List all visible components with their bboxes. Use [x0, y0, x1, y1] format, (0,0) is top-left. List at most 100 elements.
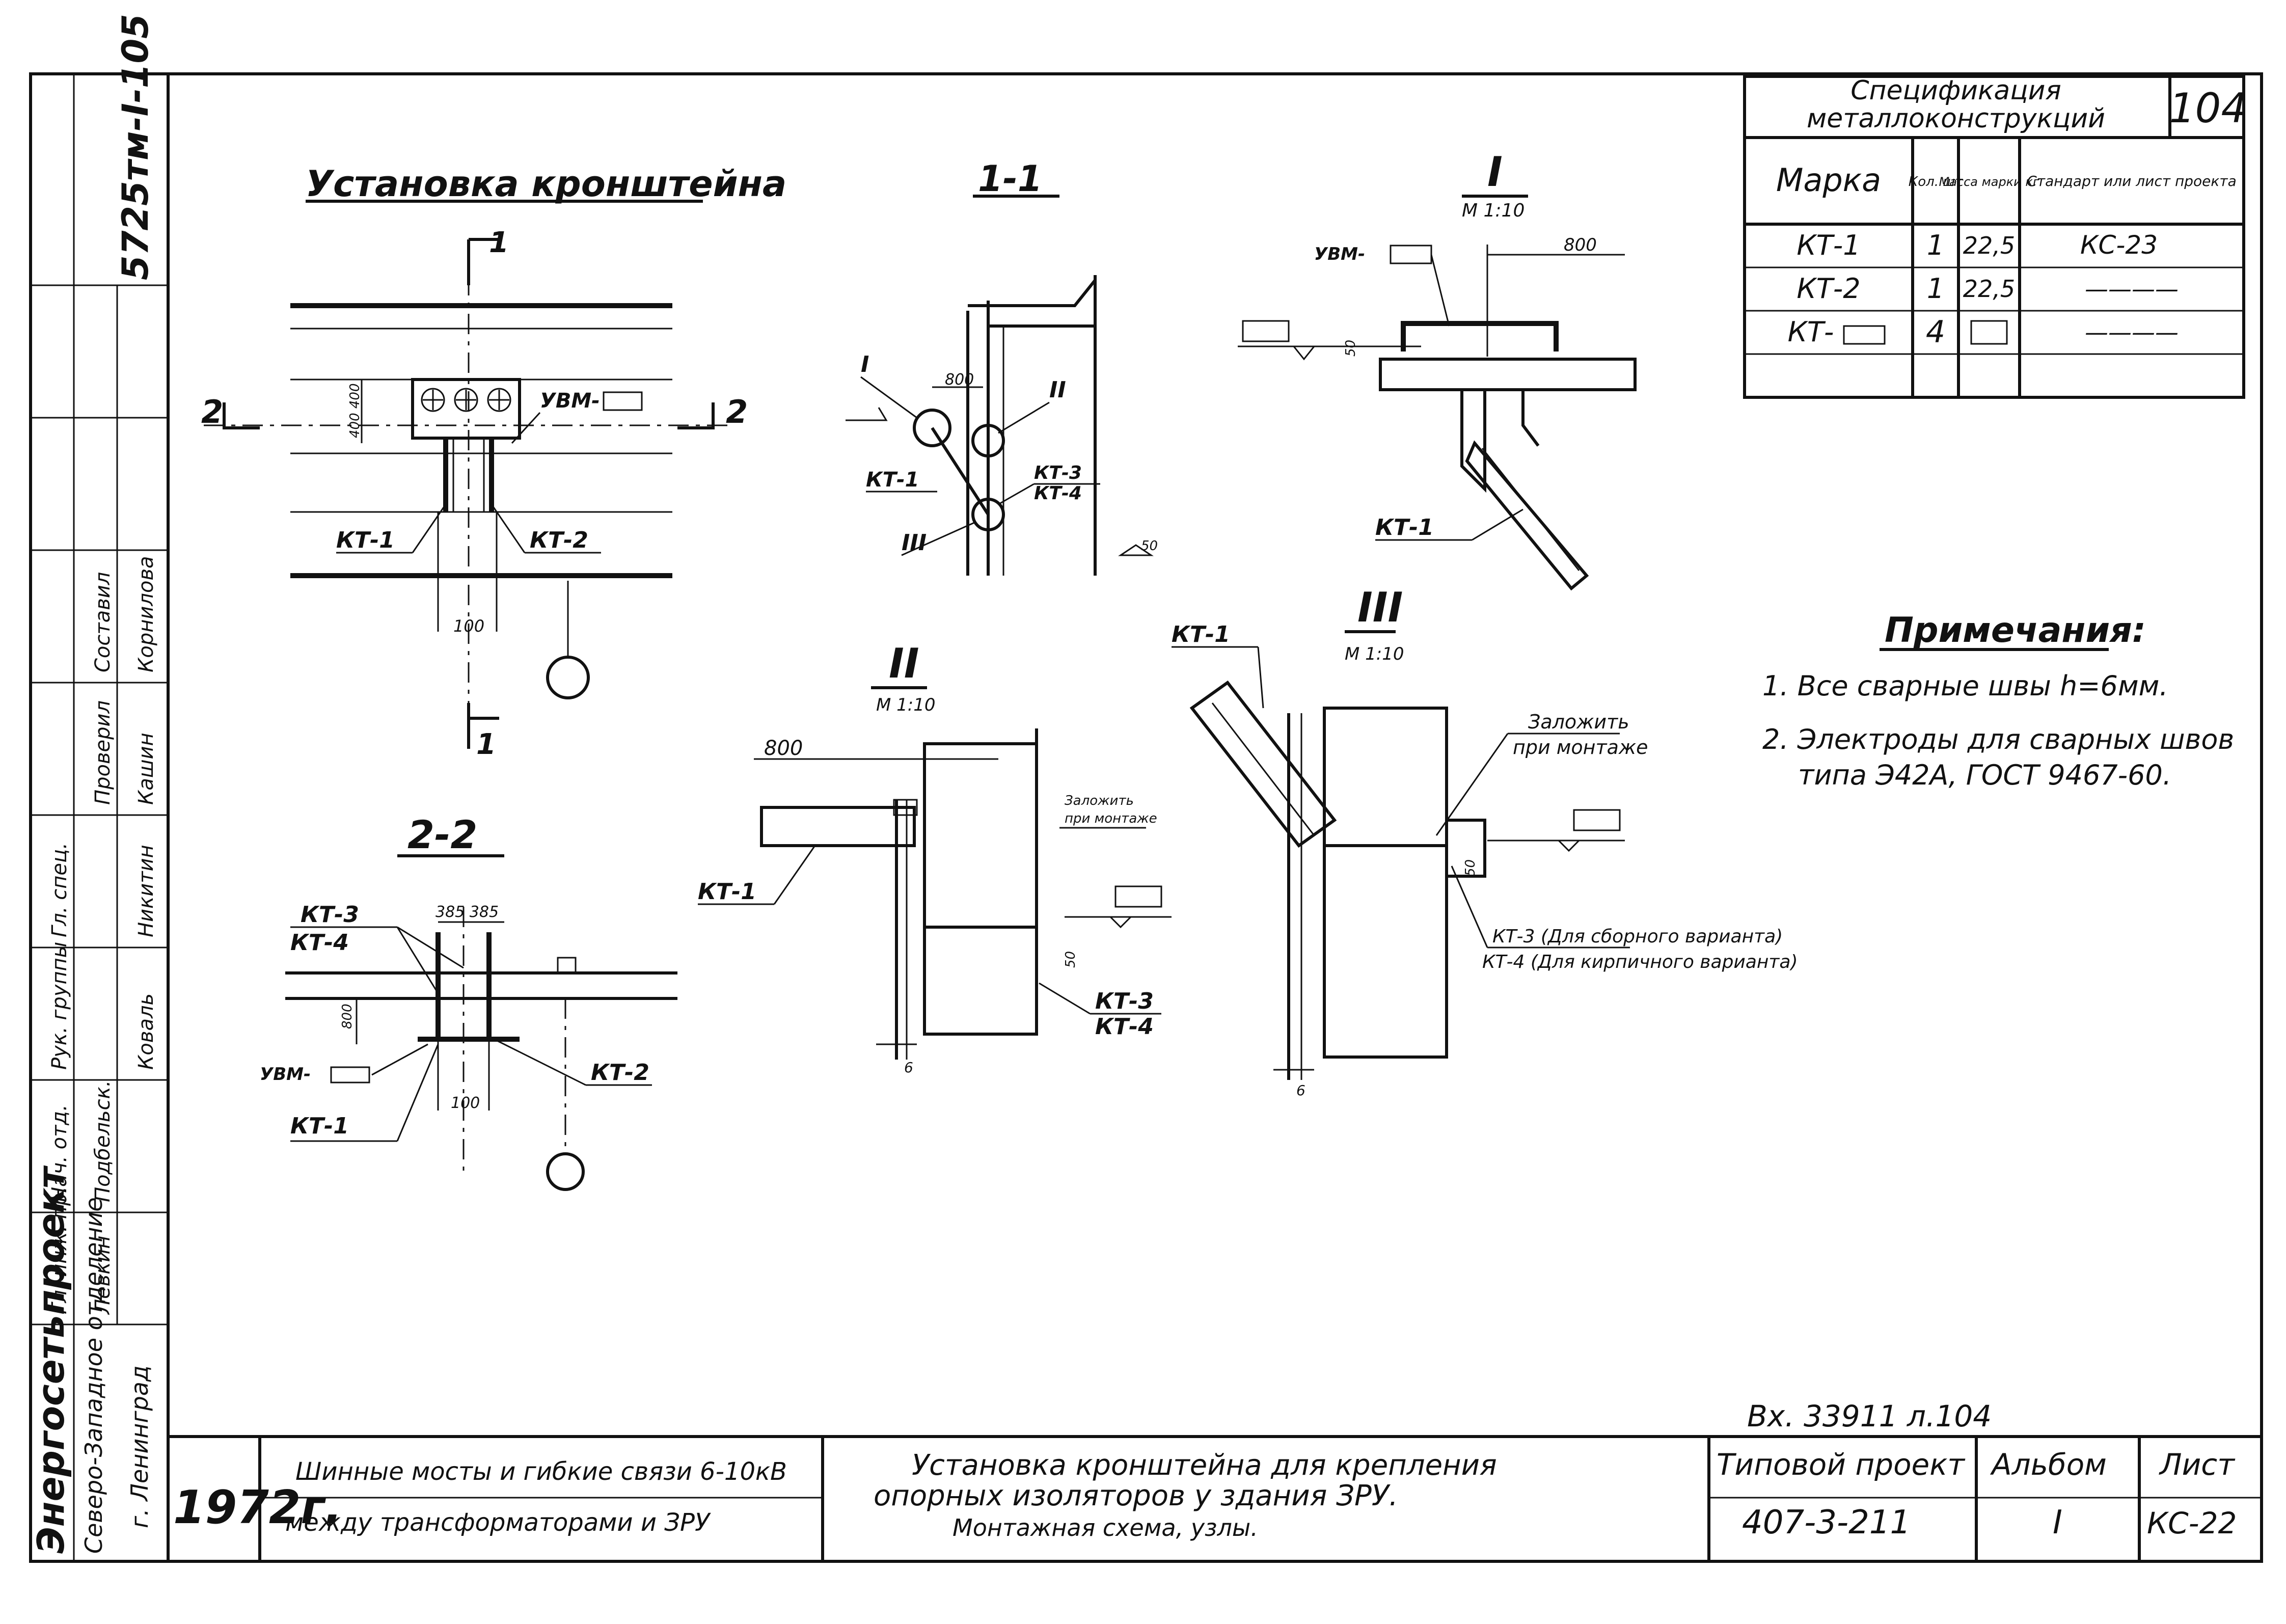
cut-1-bottom: 1 [476, 728, 496, 761]
spec-header-mark: Марка [1776, 161, 1881, 199]
label-uvm-plan: УВМ- [540, 389, 600, 413]
dim-800-node-I: 800 [1564, 235, 1597, 255]
spec-row3-mass-box [1970, 320, 2008, 345]
stamp-name-6: Корнилова [134, 556, 158, 672]
spec-row3-qty: 4 [1926, 314, 1945, 350]
spec-row1-mass: 22,5 [1963, 232, 2015, 259]
view-node-I: I М 1:10 800 УВМ- 50 КТ-1 [1238, 148, 1637, 591]
dim-100-plan: 100 [453, 616, 484, 636]
label-kt1-section: КТ-1 [866, 468, 919, 492]
dim-400: 400 400 [347, 383, 363, 438]
pri-montazhe-node-III: при монтаже [1513, 736, 1648, 759]
label-kt3-note: КТ-3 (Для сборного варианта) [1492, 926, 1783, 947]
stamp-name-4: Никитин [134, 845, 158, 937]
sheet-label: Лист [2159, 1447, 2236, 1482]
note-2: 2. Электроды для сварных швов [1762, 723, 2234, 755]
dim-6-node-III: 6 [1296, 1082, 1305, 1099]
stamp-name-1: Левкин [91, 1235, 115, 1315]
inventory-number: 5725тм-I-105 [115, 14, 156, 280]
stamp-role-6: Составил [91, 572, 115, 672]
node-ref-I-circle [913, 409, 951, 447]
label-kt2-22: КТ-2 [591, 1060, 649, 1086]
title-node-III: III [1357, 584, 1403, 631]
drawing-title-1: Установка кронштейна для крепления [912, 1449, 1497, 1482]
dim-100-22: 100 [451, 1094, 480, 1112]
spec-row3-mark-box [1843, 325, 1886, 345]
label-uvm-22: УВМ- [260, 1064, 311, 1085]
dim-800-section-2: 800 [340, 1004, 355, 1029]
notes-title: Примечания: [1885, 610, 2146, 651]
dim-50-node-III: 50 [1463, 859, 1478, 876]
node-ref-III-circle [971, 498, 1005, 531]
cut-2-left: 2 [201, 393, 223, 430]
stamp-role-4: Гл. спец. [48, 843, 71, 937]
typical-project-value: 407-3-211 [1742, 1504, 1911, 1541]
stamp-name-5: Кашин [134, 733, 158, 805]
sheet-frame [167, 72, 2263, 1563]
cut-2-right: 2 [726, 393, 748, 430]
note-2-cont: типа Э42А, ГОСТ 9467-60. [1798, 759, 2171, 791]
label-kt4-22: КТ-4 [290, 930, 349, 956]
sheet-corner-number: 104 [2169, 85, 2247, 132]
typical-project-label: Типовой проект [1717, 1447, 1966, 1482]
view-node-III: III М 1:10 6 КТ-1 Заложить при монтаже 5… [1172, 584, 1798, 1099]
scale-node-III: М 1:10 [1345, 644, 1404, 664]
project-name-1: Шинные мосты и гибкие связи 6-10кВ [295, 1457, 787, 1486]
dim-800-node-II: 800 [764, 737, 803, 760]
year: 1972г. [173, 1481, 342, 1534]
stamp-role-1: Гл. инж. пр. [48, 1186, 71, 1314]
org-branch: Северо-Западное отделение [80, 1197, 107, 1554]
dim-6-node-II: 6 [904, 1059, 913, 1076]
label-kt3-node-II: КТ-3 [1095, 988, 1154, 1014]
pri-montazhe-node-II: при монтаже [1065, 811, 1157, 826]
label-kt3-section: КТ-3 [1034, 463, 1082, 483]
spec-row2-mark: КТ-2 [1797, 273, 1860, 305]
scale-node-I: М 1:10 [1462, 200, 1525, 221]
project-name-2: между трансформаторами и ЗРУ [285, 1508, 711, 1537]
org-city: г. Ленинград [126, 1365, 153, 1528]
label-kt1-node-I: КТ-1 [1375, 515, 1434, 540]
node-ref-II-circle [971, 424, 1005, 457]
view-node-II: II М 1:10 6 800 КТ-1 Заложить при монтаж… [698, 640, 1172, 1076]
label-kt4-note: КТ-4 (Для кирпичного варианта) [1482, 952, 1798, 972]
inventory-stamp: Вх. 33911 л.104 [1747, 1399, 1992, 1433]
label-kt1-22: КТ-1 [290, 1113, 349, 1139]
label-kt3-22: КТ-3 [301, 902, 359, 928]
label-kt2-plan: КТ-2 [530, 527, 588, 553]
stamp-name-3: Коваль [134, 993, 158, 1070]
spec-row1-mark: КТ-1 [1797, 229, 1860, 261]
spec-row2-std: ———— [2085, 275, 2179, 303]
drawing-title-2: опорных изоляторов у здания ЗРУ. [874, 1479, 1398, 1512]
node-ref-I-label: I [861, 351, 869, 377]
cut-1-top: 1 [489, 226, 509, 259]
view-section-2-2: 2-2 385 385 800 КТ-3 КТ-4 УВМ- КТ-2 100 … [260, 812, 677, 1191]
spec-row3-mark: КТ- [1788, 316, 1834, 348]
spec-row1-std: КС-23 [2080, 230, 2158, 260]
title-section-1-1: 1-1 [978, 158, 1042, 200]
left-stamp: 5725тм-I-105 Гл. инж. пр. Нач. отд. Рук.… [30, 14, 168, 1561]
stamp-name-2: Подбельск. [91, 1080, 115, 1203]
left-binding-strip [29, 72, 170, 1563]
spec-title-1: Спецификация [1850, 75, 2061, 106]
zalozhit-node-III: Заложить [1528, 711, 1629, 733]
title-section-2-2: 2-2 [407, 812, 477, 857]
title-block: 1972г. Шинные мосты и гибкие связи 6-10к… [168, 1435, 2262, 1561]
spec-row1-qty: 1 [1927, 229, 1944, 261]
spec-header-std: Стандарт или лист проекта [2027, 173, 2237, 190]
title-node-II: II [889, 640, 919, 687]
spec-header-qty: Кол. шт [1909, 174, 1963, 190]
title-node-I: I [1487, 148, 1503, 196]
org-name: Энергосетьпроект [30, 1165, 72, 1554]
drawing-title-3: Монтажная схема, узлы. [953, 1514, 1258, 1541]
node-ref-II-label: II [1049, 377, 1066, 403]
album-label: Альбом [1990, 1447, 2107, 1482]
notes-block: Примечания: 1. Все сварные швы h=6мм. 2.… [1762, 610, 2234, 791]
spec-row2-mass: 22,5 [1963, 275, 2015, 303]
scale-node-II: М 1:10 [876, 695, 936, 715]
view-section-1-1: 1-1 I II III 800 КТ-1 КТ-3 КТ-4 50 [846, 158, 1158, 576]
dim-50-node-II: 50 [1063, 951, 1078, 968]
spec-title-2: металлоконструкций [1807, 103, 2105, 134]
album-value: I [2053, 1504, 2062, 1541]
spec-row2-qty: 1 [1927, 273, 1944, 305]
